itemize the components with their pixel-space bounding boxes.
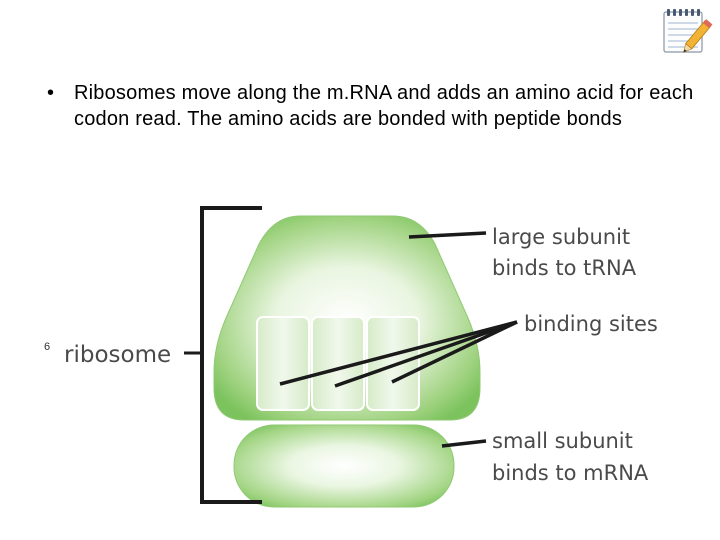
page-number: 6	[44, 341, 51, 353]
bullet-point: • Ribosomes move along the m.RNA and add…	[47, 80, 712, 132]
large-subunit-pointer	[408, 231, 487, 239]
binding-site-3	[366, 316, 420, 411]
bullet-text: Ribosomes move along the m.RNA and adds …	[74, 82, 694, 130]
small-subunit-label-line1: small subunit	[492, 429, 633, 453]
binding-sites	[256, 316, 420, 411]
bullet-symbol: •	[47, 82, 55, 104]
large-subunit-label-line1: large subunit	[492, 225, 630, 249]
binding-site-pointer-1	[279, 320, 518, 386]
ribosome-label: ribosome	[64, 342, 171, 368]
binding-sites-label: binding sites	[524, 312, 658, 336]
binding-site-pointer-3	[391, 320, 518, 384]
ribosome-bracket	[200, 206, 262, 504]
large-subunit-label-line2: binds to tRNA	[492, 256, 637, 280]
small-subunit	[233, 424, 455, 508]
binding-site-pointer-2	[334, 320, 518, 388]
small-subunit-pointer	[441, 439, 487, 448]
binding-site-1	[256, 316, 310, 411]
small-subunit-label-line2: binds to mRNA	[492, 461, 649, 485]
notepad-pencil-icon	[663, 9, 713, 53]
